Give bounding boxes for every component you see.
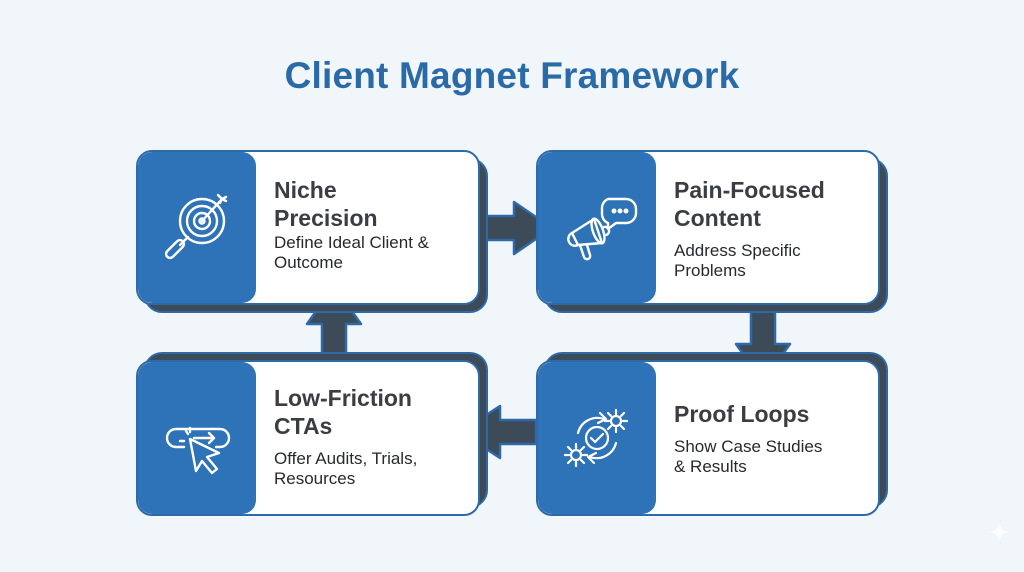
diagram-title: Client Magnet Framework — [284, 55, 740, 96]
step-title: Content — [674, 205, 761, 231]
step-description: Define Ideal Client & — [274, 233, 429, 252]
icon-panel — [538, 152, 656, 303]
click-cursor-icon — [165, 426, 231, 475]
step-description: Offer Audits, Trials, — [274, 449, 418, 468]
card-body: Low-Friction CTAs Offer Audits, Trials, … — [136, 360, 480, 516]
sparkle-icon — [988, 521, 1010, 548]
card-body: Proof Loops Show Case Studies & Results — [536, 360, 880, 516]
step-title: Proof Loops — [674, 401, 810, 427]
step-description: Address Specific — [674, 241, 801, 260]
megaphone-icon — [567, 197, 638, 260]
icon-panel — [138, 152, 256, 303]
step-description: Problems — [674, 261, 746, 280]
icon-panel — [538, 362, 656, 514]
step-card-pain-focused-content: Pain-Focused Content Address Specific Pr… — [536, 150, 888, 313]
card-body: Niche Precision Define Ideal Client & Ou… — [136, 150, 480, 305]
step-title: Low-Friction — [274, 385, 412, 411]
icon-panel — [138, 362, 256, 514]
step-card-niche-precision: Niche Precision Define Ideal Client & Ou… — [136, 150, 488, 313]
gears-check-icon — [563, 408, 629, 468]
step-description: Show Case Studies — [674, 437, 823, 456]
step-description: & Results — [674, 457, 747, 476]
card-body: Pain-Focused Content Address Specific Pr… — [536, 150, 880, 305]
step-title: Precision — [274, 205, 378, 231]
step-description: Resources — [274, 469, 356, 488]
step-card-proof-loops: Proof Loops Show Case Studies & Results — [536, 352, 888, 516]
step-title: Pain-Focused — [674, 177, 825, 203]
step-description: Outcome — [274, 253, 343, 272]
target-magnifier-icon — [164, 193, 228, 259]
step-title: CTAs — [274, 413, 333, 439]
step-card-low-friction-ctas: Low-Friction CTAs Offer Audits, Trials, … — [136, 352, 488, 516]
step-title: Niche — [274, 177, 337, 203]
